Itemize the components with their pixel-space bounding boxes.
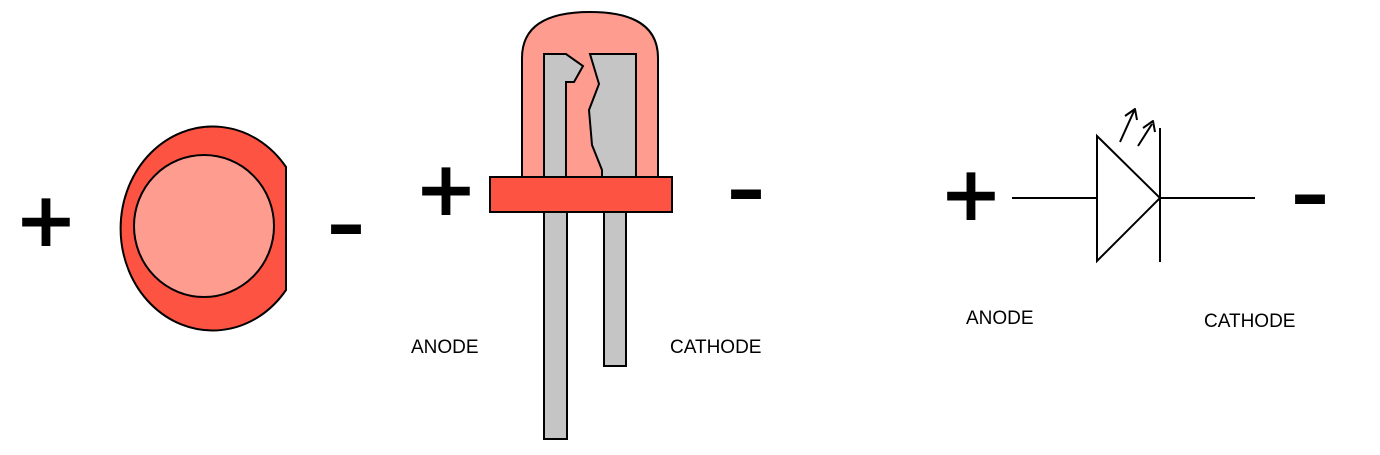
- led-side-view: + – ANODE CATHODE: [411, 10, 765, 440]
- symbol-anode-label: ANODE: [966, 308, 1034, 329]
- side-view-plus-sign: +: [414, 144, 478, 233]
- light-emission-arrows-icon: [1119, 108, 1156, 147]
- led-top-lens: [133, 154, 275, 298]
- anode-lead: [543, 211, 568, 440]
- top-view-minus-sign: –: [327, 179, 365, 268]
- side-view-anode-label: ANODE: [411, 337, 479, 358]
- cathode-lead: [603, 211, 627, 367]
- led-flange: [489, 176, 673, 213]
- led-dome: [521, 10, 659, 179]
- top-view-plus-sign: +: [14, 175, 78, 264]
- led-top-view: + –: [14, 125, 365, 332]
- cathode-anvil: [587, 53, 637, 179]
- diode-triangle: [1096, 133, 1162, 264]
- side-view-minus-sign: –: [727, 144, 765, 233]
- symbol-minus-sign: –: [1291, 149, 1329, 238]
- anode-post: [543, 53, 585, 179]
- symbol-cathode-label: CATHODE: [1204, 311, 1295, 332]
- led-schematic-symbol: + – ANODE CATHODE: [939, 108, 1329, 332]
- side-view-cathode-label: CATHODE: [670, 337, 761, 358]
- symbol-plus-sign: +: [939, 149, 1003, 238]
